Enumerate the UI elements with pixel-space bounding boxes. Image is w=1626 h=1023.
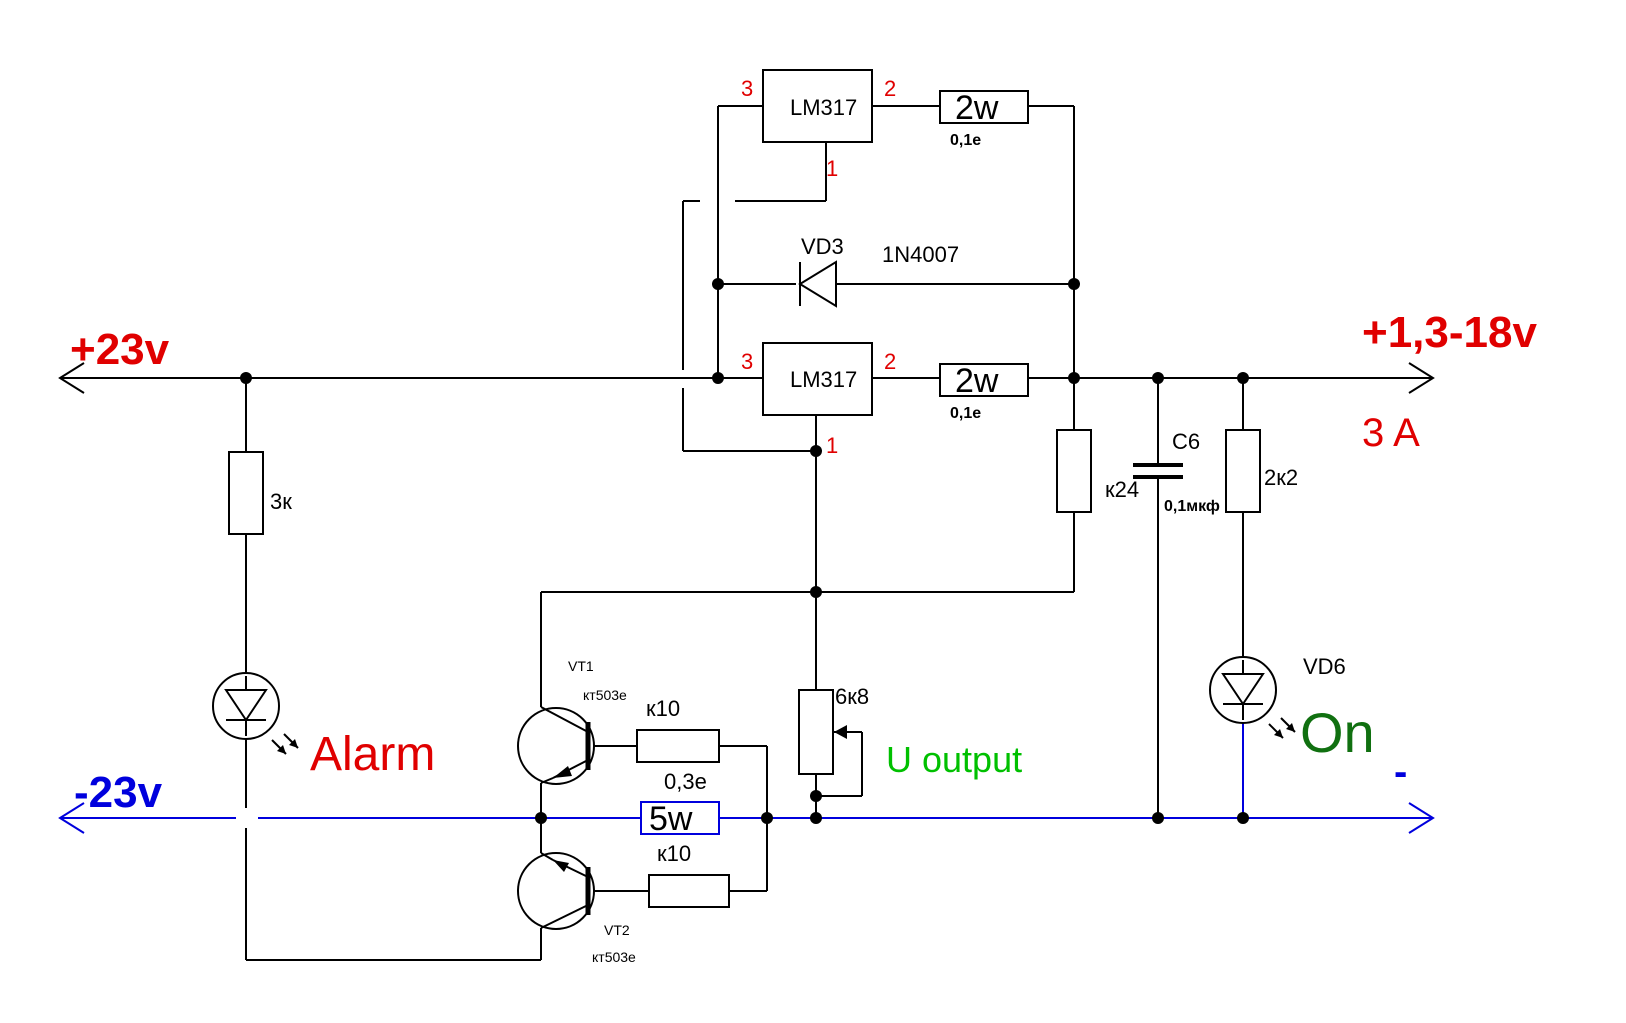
negative-rail [58, 720, 1435, 834]
regulator-top-label: LM317 [790, 95, 857, 120]
regulator-bottom: LM317 3 2 1 [741, 342, 896, 458]
resistor-shunt: 5w 0,3e [640, 769, 720, 838]
transistor-vt1: VT1 кт503е [517, 658, 627, 785]
light-rays-icon [271, 733, 299, 755]
alarm-label: Alarm [310, 728, 435, 781]
regulator-bottom-pin-in: 3 [741, 349, 753, 374]
svg-text:2w: 2w [955, 362, 999, 400]
svg-text:VT1: VT1 [568, 658, 594, 674]
capacitor-c6: C6 0,1мкф [1133, 429, 1220, 515]
svg-text:VD3: VD3 [801, 234, 844, 259]
on-label: On [1300, 701, 1375, 764]
resistor-base-vt1: к10 [636, 696, 720, 763]
output-current-label: 3 A [1362, 411, 1420, 455]
output-voltage-label: +1,3-18v [1362, 308, 1537, 357]
negative-input-label: -23v [74, 768, 163, 817]
svg-text:0,1e: 0,1e [950, 132, 981, 149]
svg-text:2w: 2w [955, 89, 999, 127]
svg-text:кт503е: кт503е [583, 687, 627, 703]
led-alarm [212, 672, 299, 755]
svg-text:0,3e: 0,3e [664, 769, 707, 794]
svg-text:6к8: 6к8 [835, 684, 869, 709]
resistor-alarm: 3к [228, 451, 292, 535]
svg-text:к24: к24 [1105, 477, 1139, 502]
potentiometer: 6к8 [798, 684, 869, 775]
svg-text:2к2: 2к2 [1264, 465, 1298, 490]
svg-text:0,1e: 0,1e [950, 405, 981, 422]
regulator-bottom-pin-adj: 1 [826, 433, 838, 458]
resistor-led: 2к2 [1225, 429, 1298, 513]
u-output-label: U output [886, 739, 1022, 780]
input-arrow-icon [58, 362, 85, 394]
svg-text:к10: к10 [646, 696, 680, 721]
light-rays-icon [1268, 717, 1296, 739]
diode-vd3: VD3 1N4007 [798, 234, 959, 308]
svg-text:3к: 3к [270, 489, 292, 514]
regulator-bottom-label: LM317 [790, 367, 857, 392]
svg-text:0,1мкф: 0,1мкф [1164, 498, 1220, 515]
positive-input-label: +23v [70, 325, 170, 374]
wires [60, 105, 1433, 961]
junction-dots [240, 278, 1249, 824]
regulator-top-pin-out: 2 [884, 76, 896, 101]
svg-text:к10: к10 [657, 841, 691, 866]
svg-text:кт503е: кт503е [592, 949, 636, 965]
resistor-sense-top: 2w 0,1e [939, 89, 1029, 149]
resistor-base-vt2: к10 [648, 841, 730, 908]
svg-text:VD6: VD6 [1303, 654, 1346, 679]
negative-output-label: - [1394, 750, 1407, 794]
transistor-vt2: VT2 кт503е [517, 852, 636, 965]
svg-text:5w: 5w [649, 800, 693, 838]
regulator-top-pin-in: 3 [741, 76, 753, 101]
output-arrow-icon [1408, 362, 1435, 394]
svg-text:C6: C6 [1172, 429, 1200, 454]
svg-text:VT2: VT2 [604, 922, 630, 938]
resistor-sense-bottom: 2w 0,1e [939, 362, 1029, 422]
regulator-top-pin-adj: 1 [826, 156, 838, 181]
svg-text:1N4007: 1N4007 [882, 242, 959, 267]
regulator-bottom-pin-out: 2 [884, 349, 896, 374]
led-vd6: VD6 [1209, 654, 1346, 739]
regulator-top: LM317 3 2 1 [741, 69, 896, 181]
resistor-divider: к24 [1056, 429, 1139, 513]
